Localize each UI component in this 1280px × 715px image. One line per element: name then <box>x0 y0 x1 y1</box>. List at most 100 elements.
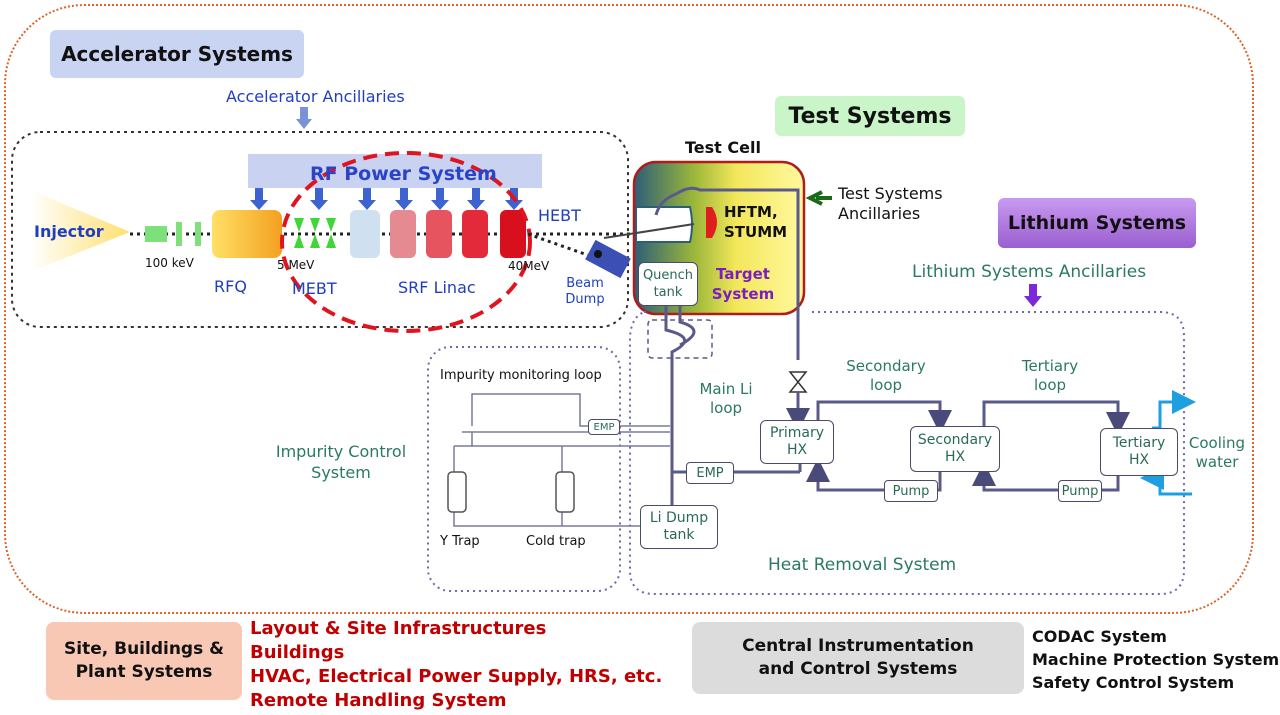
accelerator-ancillaries-label: Accelerator Ancillaries <box>226 87 405 106</box>
hftm-label: HFTM, STUMM <box>724 203 788 241</box>
mebt-module <box>294 218 336 248</box>
tertiary-hx-label: Tertiary HX <box>1112 435 1166 468</box>
li-dump-tank-label: Li Dump tank <box>649 510 709 543</box>
cooling-water-out <box>1152 390 1196 430</box>
rf-power-band <box>248 154 542 188</box>
cooling-water-label: Cooling water <box>1188 434 1246 471</box>
site-items-list: Layout & Site Infrastructures Buildings … <box>250 617 662 713</box>
accelerator-systems-label: Accelerator Systems <box>61 42 293 66</box>
cics-item: CODAC System <box>1032 627 1167 646</box>
srf-linac-label: SRF Linac <box>398 278 476 297</box>
quench-tank-label: Quench tank <box>642 268 694 300</box>
impurity-monitoring-label: Impurity monitoring loop <box>440 368 602 383</box>
lebt-element <box>145 226 167 242</box>
site-item: Remote Handling System <box>250 690 507 711</box>
primary-hx-label: Primary HX <box>769 425 825 458</box>
site-item: Buildings <box>250 642 345 663</box>
cooling-water-in <box>1140 466 1192 496</box>
accelerator-systems-title: Accelerator Systems <box>50 30 304 78</box>
cold-trap-label: Cold trap <box>526 534 586 549</box>
lithium-ancillaries-label: Lithium Systems Ancillaries <box>912 262 1147 282</box>
tertiary-loop-label: Tertiary loop <box>1021 357 1079 394</box>
cryomodule <box>426 210 452 258</box>
impurity-control-label: Impurity Control System <box>275 442 407 482</box>
hftm-module <box>706 207 717 238</box>
test-ancillaries-arrow <box>805 190 832 206</box>
cics-box: Central Instrumentation and Control Syst… <box>692 622 1024 694</box>
quench-zone <box>647 319 713 359</box>
energy-40mev-label: 40MeV <box>508 259 550 273</box>
quench-tank: Quench tank <box>638 262 698 306</box>
facility-boundary <box>4 4 1254 614</box>
test-systems-title: Test Systems <box>775 96 965 136</box>
main-li-loop-label: Main Li loop <box>699 380 753 417</box>
secondary-hx: Secondary HX <box>910 426 1000 472</box>
main-li-pipe <box>664 306 686 505</box>
pump-secondary: Pump <box>884 480 938 502</box>
heat-removal-label: Heat Removal System <box>768 555 957 575</box>
test-systems-label: Test Systems <box>788 103 952 129</box>
accelerator-ancillaries-arrow <box>296 107 312 129</box>
cryomodule <box>390 210 416 258</box>
li-dump-tank: Li Dump tank <box>640 505 718 549</box>
lithium-systems-label: Lithium Systems <box>1007 212 1187 234</box>
accelerator-boundary <box>11 131 629 328</box>
rf-feed-arrows <box>250 188 523 210</box>
cics-items-list: CODAC System Machine Protection System S… <box>1032 625 1279 694</box>
valve-icon <box>788 371 808 393</box>
injector-label: Injector <box>34 222 104 241</box>
cics-item: Safety Control System <box>1032 673 1235 692</box>
energy-5mev-label: 5 MeV <box>277 258 315 272</box>
target-to-quench <box>654 192 677 216</box>
site-buildings-title: Site, Buildings & Plant Systems <box>64 639 224 682</box>
impurity-loop-lines <box>453 393 670 527</box>
y-trap-label: Y Trap <box>440 534 480 549</box>
cold-trap-vessel <box>555 471 575 513</box>
beam-into-target <box>603 223 695 239</box>
site-buildings-box: Site, Buildings & Plant Systems <box>46 622 242 700</box>
test-cell-loop <box>675 186 800 360</box>
pump-secondary-label: Pump <box>892 483 930 499</box>
test-ancillaries-label: Test Systems Ancillaries <box>838 184 943 223</box>
cics-title: Central Instrumentation and Control Syst… <box>742 636 974 679</box>
target-assembly <box>635 206 693 243</box>
pump-tertiary-label: Pump <box>1061 483 1099 499</box>
secondary-loop-bottom <box>806 458 942 492</box>
beam-dump-label: Beam Dump <box>565 276 605 307</box>
tertiary-hx: Tertiary HX <box>1100 428 1178 476</box>
target-system-label: Target System <box>711 265 775 303</box>
lebt-element <box>176 222 182 246</box>
heat-removal-boundary <box>629 311 1185 595</box>
cryomodule <box>350 210 380 258</box>
test-cell-label: Test Cell <box>685 138 761 157</box>
emp-main-label: EMP <box>696 465 724 481</box>
cryomodule <box>500 210 526 258</box>
beam-dump-block <box>585 239 631 279</box>
rfq-module <box>212 210 282 258</box>
linac-highlight-ellipse <box>280 151 532 333</box>
energy-100kev-label: 100 keV <box>145 256 194 270</box>
rf-power-label: RF Power System <box>310 163 497 185</box>
secondary-loop-top <box>816 400 952 434</box>
site-item: HVAC, Electrical Power Supply, HRS, etc. <box>250 666 663 687</box>
pump-tertiary: Pump <box>1058 480 1102 502</box>
rfq-label: RFQ <box>214 277 247 296</box>
site-item: Layout & Site Infrastructures <box>250 618 547 639</box>
beam-dump-line <box>527 232 597 260</box>
lithium-systems-title: Lithium Systems <box>998 198 1196 248</box>
cryomodule <box>462 210 488 258</box>
secondary-hx-label: Secondary HX <box>917 432 993 465</box>
mebt-label: MEBT <box>292 279 337 298</box>
emp-main: EMP <box>686 462 734 484</box>
tertiary-loop-top <box>982 400 1130 436</box>
secondary-loop-label: Secondary loop <box>846 357 926 394</box>
primary-hx: Primary HX <box>760 420 834 464</box>
hebt-label: HEBT <box>538 206 581 225</box>
injector-cone <box>30 190 130 272</box>
emp-impurity-label: EMP <box>593 421 615 433</box>
main-li-pipe-right <box>678 306 696 347</box>
emp-impurity: EMP <box>588 419 620 435</box>
cics-item: Machine Protection System <box>1032 650 1280 669</box>
tertiary-loop-bottom <box>972 462 1120 492</box>
